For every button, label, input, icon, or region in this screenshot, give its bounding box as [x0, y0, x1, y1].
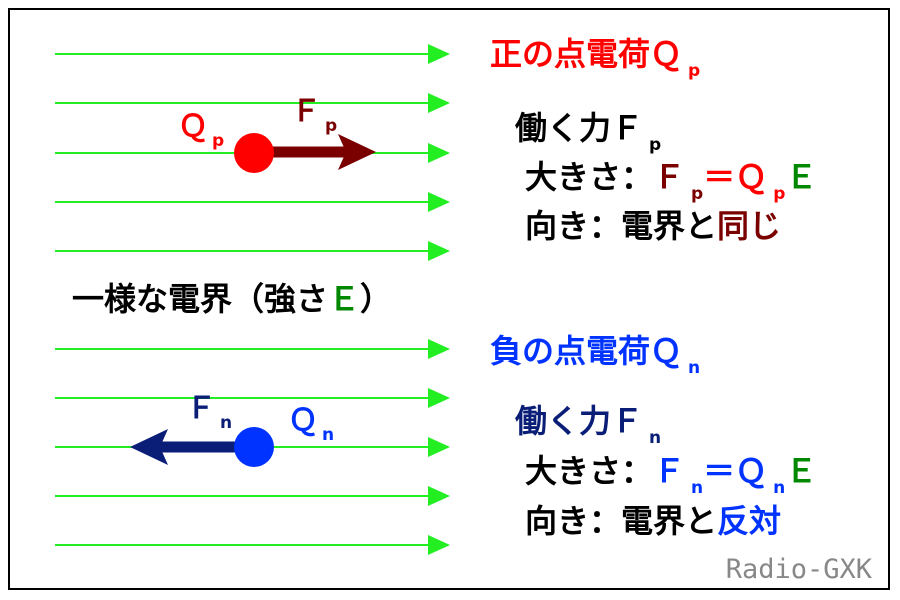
positive-force-letter: Ｆ — [291, 94, 321, 129]
positive-direction-value: 同じ — [717, 207, 782, 245]
field-top-arrowhead-4 — [428, 192, 450, 212]
diagram-frame — [8, 8, 890, 590]
negative-mag-f: Ｆ — [653, 452, 686, 490]
positive-mag-eq: ＝ — [703, 158, 736, 196]
positive-heading-text: 正の点電荷Ｑ — [490, 35, 683, 73]
positive-charge-sub: p — [212, 131, 225, 151]
negative-acting-force-sub: n — [649, 428, 662, 448]
negative-mag-q: Ｑ — [735, 452, 768, 490]
field-lines-bottom — [55, 339, 450, 555]
positive-acting-force-text: 働く力Ｆ — [515, 109, 644, 147]
positive-charge — [234, 133, 274, 173]
credit-label: Radio-GXK — [725, 554, 872, 585]
force-arrow-positive-head — [338, 134, 376, 170]
field-top-arrowhead-5 — [428, 241, 450, 261]
positive-acting-force-sub: p — [649, 135, 662, 155]
negative-heading-sub: n — [688, 358, 701, 378]
field-top-arrowhead-1 — [428, 44, 450, 64]
negative-force-sub: n — [220, 413, 233, 433]
positive-direction: 向き：電界と同じ — [525, 210, 781, 242]
negative-charge — [234, 427, 274, 467]
negative-mag-q-sub: n — [773, 478, 786, 498]
force-arrow-negative-head — [130, 429, 168, 465]
field-bottom-arrowhead-1 — [428, 339, 450, 359]
field-label-prefix: 一様な電界（強さ — [72, 280, 329, 318]
negative-mag-eq: ＝ — [703, 452, 736, 490]
uniform-field-label: 一様な電界（強さＥ） — [72, 283, 392, 315]
positive-mag-f-sub: p — [691, 184, 704, 204]
positive-mag-e: Ｅ — [785, 158, 818, 196]
negative-direction-prefix: 向き：電界と — [525, 502, 718, 540]
positive-magnitude-prefix: 大きさ： — [525, 158, 654, 196]
positive-mag-q-sub: p — [773, 184, 786, 204]
positive-force-sub: p — [325, 116, 338, 136]
positive-direction-prefix: 向き：電界と — [525, 207, 718, 245]
negative-force-letter: Ｆ — [186, 391, 216, 426]
negative-magnitude-prefix: 大きさ： — [525, 452, 654, 490]
field-bottom-arrowhead-2 — [428, 388, 450, 408]
positive-charge-letter: Ｑ — [178, 109, 208, 144]
field-label-e: Ｅ — [328, 280, 361, 318]
positive-mag-q: Ｑ — [735, 158, 768, 196]
positive-mag-f: Ｆ — [653, 158, 686, 196]
field-top-arrowhead-2 — [428, 93, 450, 113]
field-bottom-arrowhead-3 — [428, 437, 450, 457]
negative-mag-e: Ｅ — [785, 452, 818, 490]
negative-charge-sub: n — [322, 425, 335, 445]
negative-direction: 向き：電界と反対 — [525, 505, 781, 537]
field-bottom-arrowhead-5 — [428, 535, 450, 555]
negative-charge-letter: Ｑ — [288, 403, 318, 438]
field-top-arrowhead-3 — [428, 143, 450, 163]
negative-heading-text: 負の点電荷Ｑ — [490, 332, 683, 370]
positive-heading-sub: p — [688, 61, 701, 81]
negative-direction-value: 反対 — [717, 502, 782, 540]
negative-mag-f-sub: n — [691, 478, 704, 498]
negative-acting-force-text: 働く力Ｆ — [515, 402, 644, 440]
field-bottom-arrowhead-4 — [428, 486, 450, 506]
field-label-suffix: ） — [360, 280, 393, 318]
